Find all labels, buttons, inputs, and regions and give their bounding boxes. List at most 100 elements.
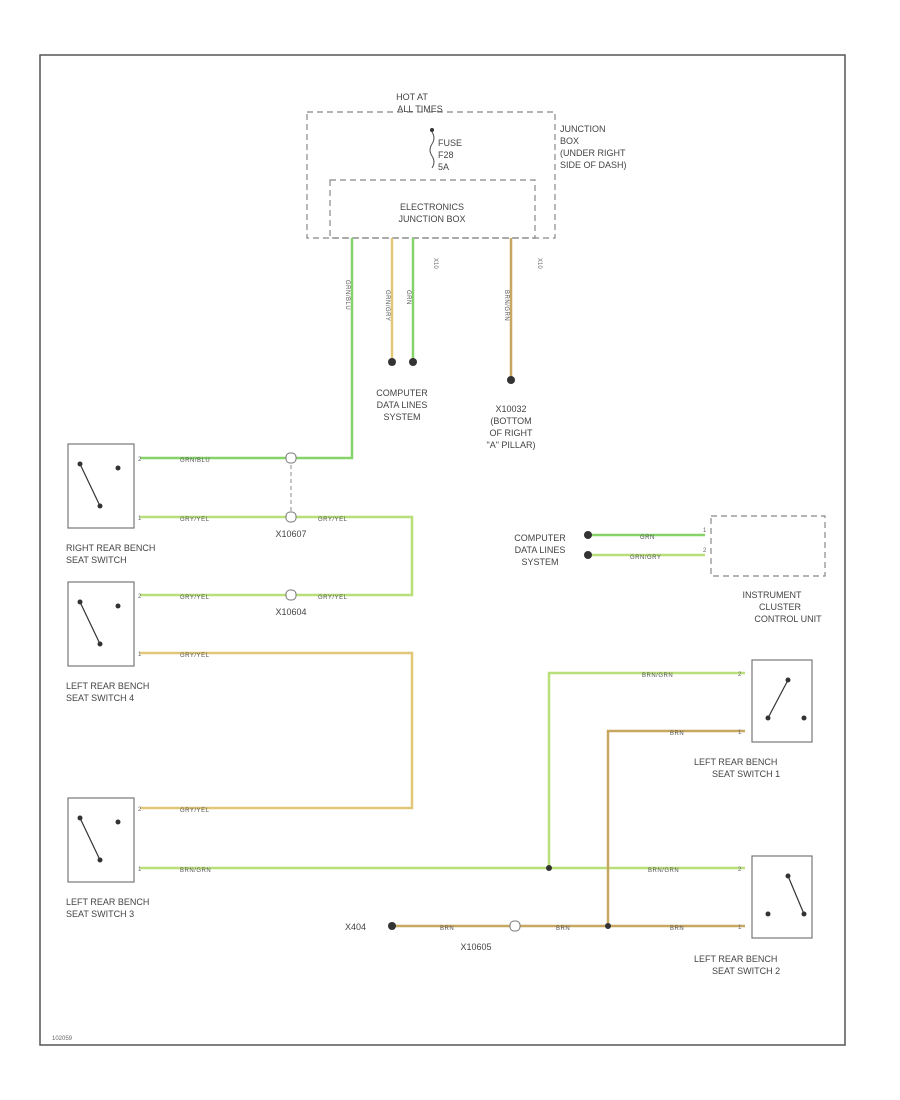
wire-label-sw1-b: BRN <box>670 731 684 737</box>
ground-dot-bottom <box>388 922 396 930</box>
svg-text:1: 1 <box>138 652 142 658</box>
ground-top-line2: (BOTTOM <box>490 416 531 426</box>
svg-text:2: 2 <box>138 594 142 600</box>
ground-top-line1: X10032 <box>495 404 526 414</box>
left4-label-1: LEFT REAR BENCH <box>66 681 149 691</box>
ground-top-line4: "A" PILLAR) <box>487 440 536 450</box>
wire-label-top-switch: GRN/BLU <box>180 458 210 464</box>
left-rear-bench-switch-1: 2 1 <box>738 659 813 743</box>
left-rear-bench-switch-4: 2 1 <box>67 581 142 667</box>
ic-line3: CONTROL UNIT <box>754 614 822 624</box>
left-rear-bench-switch-2: 2 1 <box>738 855 813 939</box>
fuse-symbol <box>429 131 435 169</box>
comp-data-1-line2: DATA LINES <box>377 400 428 410</box>
wire-label-ic-1: GRN <box>640 535 655 541</box>
diagram-id: 102059 <box>52 1036 73 1042</box>
hot-at-label: HOT AT <box>396 92 428 102</box>
right-switch-label-1: RIGHT REAR BENCH <box>66 543 155 553</box>
ground-label-x404: X404 <box>345 922 366 932</box>
wire-group <box>140 238 745 928</box>
wire-label-right-b: GRY/YEL <box>318 517 348 523</box>
wire-grn-blu <box>140 238 354 460</box>
wire-label-right-a: GRY/YEL <box>180 517 210 523</box>
svg-text:1: 1 <box>738 925 742 931</box>
jb-label-3: (UNDER RIGHT <box>560 148 626 158</box>
wire-gry-yel-down <box>140 651 414 810</box>
left4-label-2: SEAT SWITCH 4 <box>66 693 134 703</box>
comp-data-1-line1: COMPUTER <box>376 388 428 398</box>
inline-connectors <box>285 452 521 932</box>
wire-label-sw1-a: BRN/GRN <box>642 673 673 679</box>
wire-label-sw2-b: BRN <box>670 926 684 932</box>
ground-dot-top <box>507 376 515 384</box>
splice-dot-ic-2 <box>584 551 592 559</box>
fuse-top-terminal <box>430 128 434 132</box>
wire-label-sw2-a: BRN/GRN <box>648 868 679 874</box>
fuse-label: FUSE <box>438 138 462 148</box>
wire-label-left4-down: GRY/YEL <box>180 653 210 659</box>
ground-top-line3: OF RIGHT <box>490 428 533 438</box>
svg-text:2: 2 <box>738 867 742 873</box>
wire-label-left4-b: GRY/YEL <box>318 595 348 601</box>
svg-text:2: 2 <box>138 457 142 463</box>
diagram-frame <box>39 54 846 1046</box>
splice-dot-ic-1 <box>584 531 592 539</box>
splice-label-x10604: X10604 <box>275 607 306 617</box>
ejb-label-1: ELECTRONICS <box>400 202 464 212</box>
svg-text:2: 2 <box>738 672 742 678</box>
wire-label-left4-a: GRY/YEL <box>180 595 210 601</box>
jb-label-4: SIDE OF DASH) <box>560 160 627 170</box>
left3-label-1: LEFT REAR BENCH <box>66 897 149 907</box>
left2-label-2: SEAT SWITCH 2 <box>712 966 780 976</box>
hot-at-label-2: ALL TIMES <box>397 104 443 114</box>
comp-data-2-line3: SYSTEM <box>521 557 558 567</box>
jb-label-1: JUNCTION <box>560 124 606 134</box>
jb-label-2: BOX <box>560 136 579 146</box>
left1-label-1: LEFT REAR BENCH <box>694 757 777 767</box>
svg-text:2: 2 <box>138 807 142 813</box>
wire-label-jb-4: BRN/GRN <box>503 290 509 321</box>
splice-dot-2 <box>409 358 417 366</box>
svg-text:1: 1 <box>738 730 742 736</box>
left-rear-bench-switch-3: 2 1 <box>67 797 142 883</box>
wire-brn-grn-sw1 <box>547 671 745 868</box>
instrument-cluster-box <box>710 515 826 577</box>
fuse-number: F28 <box>438 150 454 160</box>
svg-text:1: 1 <box>138 516 142 522</box>
comp-data-2-line1: COMPUTER <box>514 533 566 543</box>
ic-line1: INSTRUMENT <box>743 590 802 600</box>
wire-label-jb-2: GRN/GRY <box>384 290 390 321</box>
splice-dot-1 <box>388 358 396 366</box>
svg-text:1: 1 <box>138 867 142 873</box>
wire-label-left3-b: BRN/GRN <box>180 868 211 874</box>
wire-label-ground-1: BRN <box>440 926 454 932</box>
left3-label-2: SEAT SWITCH 3 <box>66 909 134 919</box>
splice-dot-3 <box>546 865 552 871</box>
comp-data-1-line3: SYSTEM <box>383 412 420 422</box>
ic-pin-1: 1 <box>703 528 707 534</box>
ic-pin-2: 2 <box>703 548 707 554</box>
fuse-amps: 5A <box>438 162 449 172</box>
right-rear-bench-switch: 2 1 <box>67 443 142 529</box>
junction-box <box>306 111 556 239</box>
wire-label-jb-1: GRN/BLU <box>344 280 350 310</box>
splice-dot-4 <box>605 923 611 929</box>
connector-x10-a: X10 <box>432 258 438 269</box>
ic-line2: CLUSTER <box>759 602 802 612</box>
wire-label-ground-2: BRN <box>556 926 570 932</box>
electronics-junction-box <box>329 179 536 239</box>
splice-label-x10607: X10607 <box>275 529 306 539</box>
splice-label-x10605: X10605 <box>460 942 491 952</box>
wire-gry-yel-loop <box>140 515 414 597</box>
left1-label-2: SEAT SWITCH 1 <box>712 769 780 779</box>
comp-data-2-line2: DATA LINES <box>515 545 566 555</box>
wire-brn-sw1 <box>606 729 745 926</box>
left2-label-1: LEFT REAR BENCH <box>694 954 777 964</box>
wire-label-left3-a: GRY/YEL <box>180 808 210 814</box>
right-switch-label-2: SEAT SWITCH <box>66 555 127 565</box>
connector-x10-b: X10 <box>536 258 542 269</box>
wire-label-jb-3: GRN <box>405 290 411 305</box>
wire-label-ic-2: GRN/GRY <box>630 555 661 561</box>
ejb-label-2: JUNCTION BOX <box>398 214 465 224</box>
